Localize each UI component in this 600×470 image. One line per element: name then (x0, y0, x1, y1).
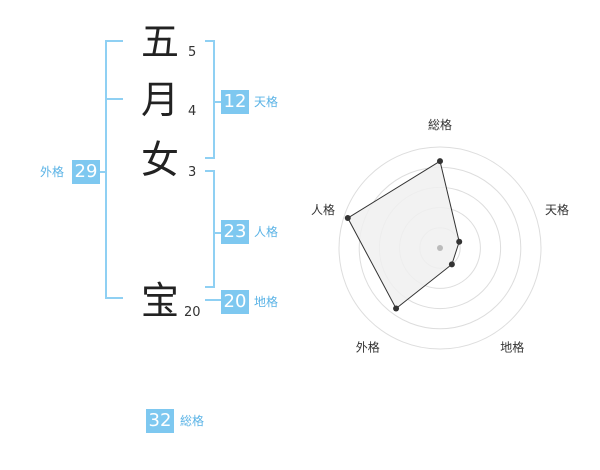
radar-point-4 (393, 305, 400, 312)
chikaku-value: 20 (221, 290, 249, 314)
radar-axis-label-4: 外格 (356, 340, 380, 355)
radar-axis-label-5: 人格 (311, 202, 335, 217)
name-char-2: 月 (140, 78, 179, 122)
chikaku-label: 地格 (254, 295, 279, 309)
gaikaku-bracket-mid (105, 98, 123, 100)
radar-point-5 (344, 215, 351, 222)
jinkaku-bracket-vertical (213, 170, 215, 288)
stroke-count-1: 5 (188, 45, 197, 60)
radar-axis-label-1: 総格 (428, 117, 452, 132)
tenkaku-bracket-vertical (213, 40, 215, 159)
radar-ring-5 (338, 146, 542, 350)
jinkaku-value: 23 (221, 220, 249, 244)
soukaku-value: 32 (146, 409, 174, 433)
stroke-count-3: 3 (188, 165, 197, 180)
chikaku-connector (205, 299, 221, 301)
jinkaku-bracket-bottom (205, 286, 215, 288)
radar-point-2 (456, 238, 463, 245)
tenkaku-connector (213, 101, 221, 103)
jinkaku-label: 人格 (254, 225, 279, 239)
name-char-4: 宝 (140, 279, 179, 323)
gaikaku-label: 外格 (40, 165, 65, 179)
gaikaku-connector (97, 171, 107, 173)
gaikaku-bracket-top (105, 40, 123, 42)
radar-polygon (347, 160, 460, 310)
gaikaku-value: 29 (72, 160, 100, 184)
radar-point-3 (448, 261, 455, 268)
stroke-count-4: 20 (184, 305, 201, 320)
tenkaku-label: 天格 (254, 95, 279, 109)
name-char-3: 女 (140, 138, 179, 182)
tenkaku-bracket-bottom (205, 157, 215, 159)
tenkaku-bracket-top (205, 40, 215, 42)
tenkaku-value: 12 (221, 90, 249, 114)
gaikaku-bracket-vertical (105, 40, 107, 299)
stroke-count-2: 4 (188, 104, 197, 119)
jinkaku-bracket-top (205, 170, 215, 172)
radar-center-dot (437, 245, 443, 251)
soukaku-label: 総格 (180, 414, 205, 428)
name-char-1: 五 (140, 20, 179, 64)
gaikaku-bracket-bottom (105, 297, 123, 299)
radar-axis-label-3: 地格 (500, 340, 524, 355)
radar-point-1 (437, 158, 443, 165)
radar-axis-label-2: 天格 (545, 202, 569, 217)
jinkaku-connector (213, 232, 221, 234)
